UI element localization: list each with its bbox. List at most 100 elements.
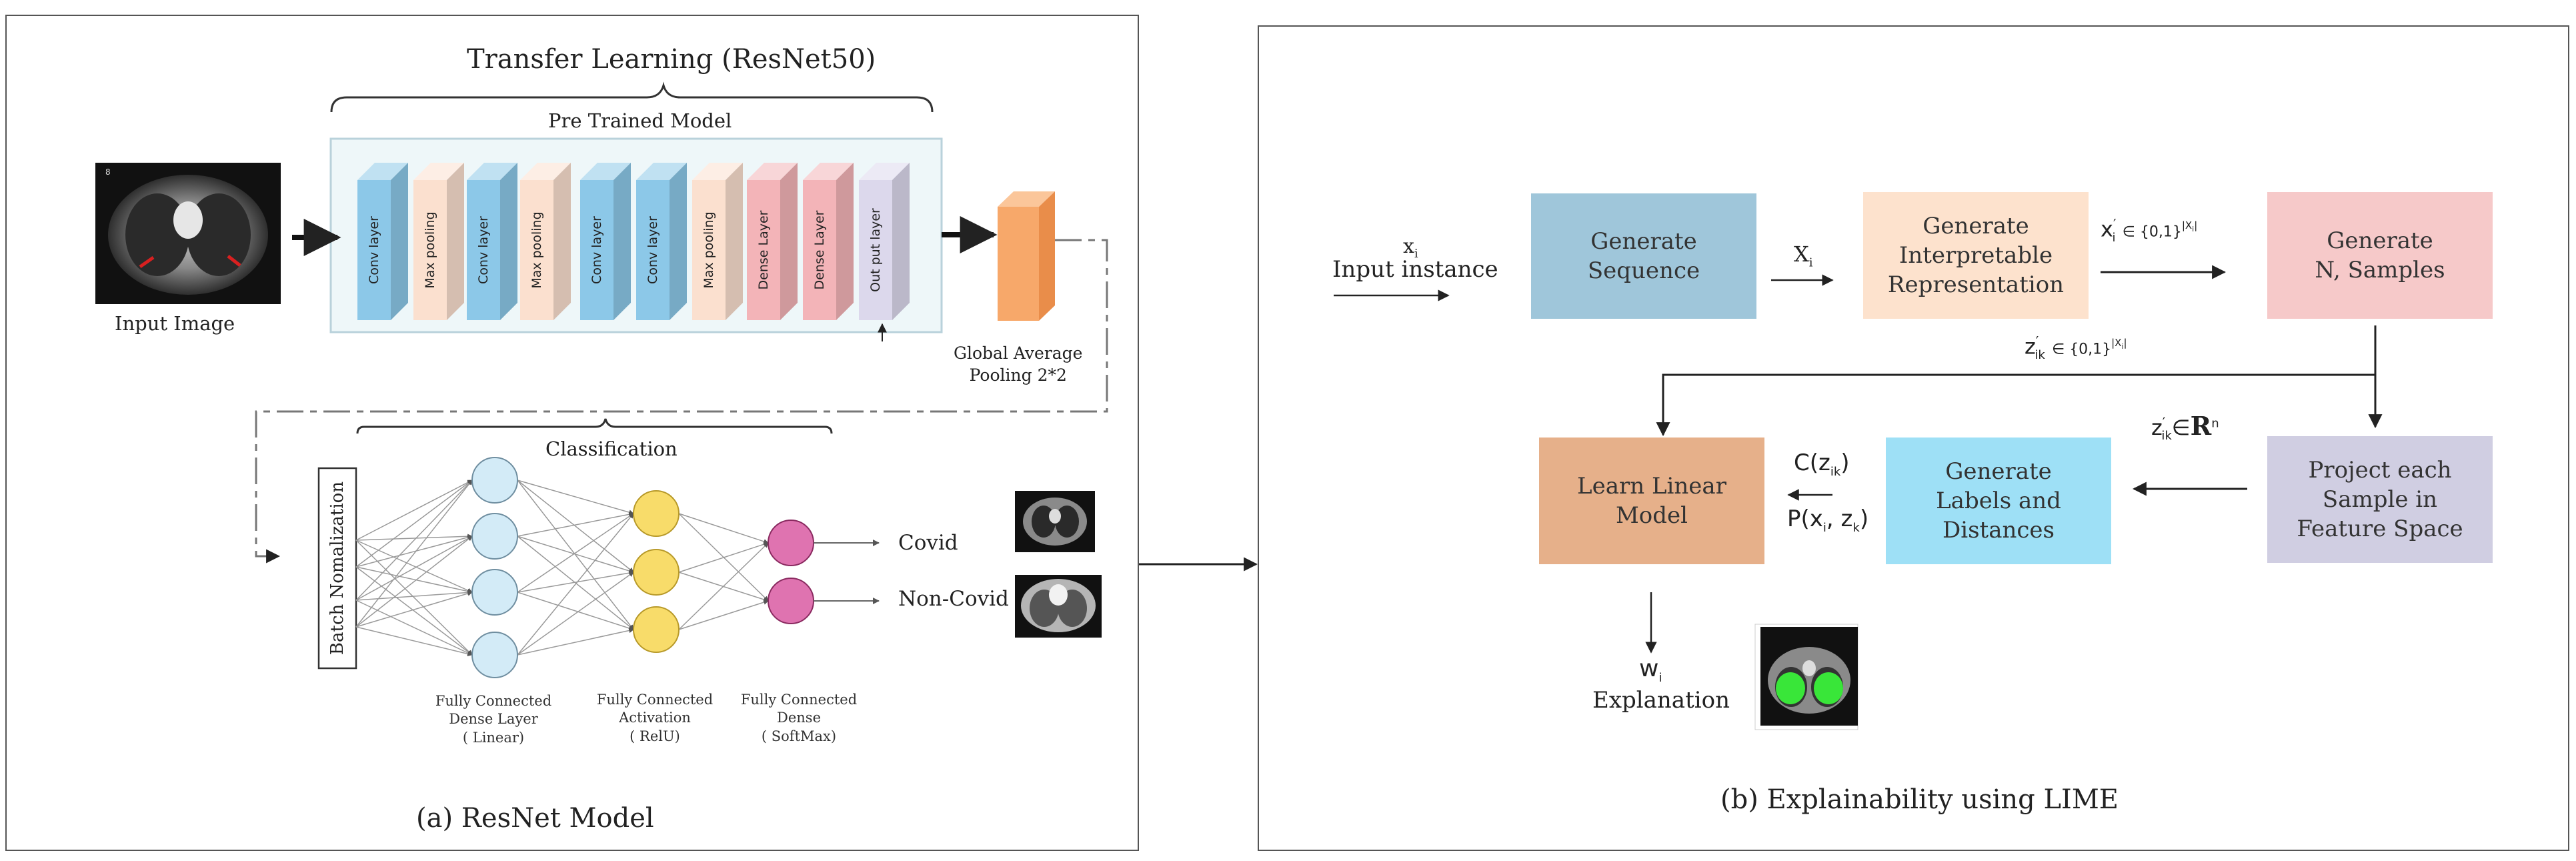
layer-block-3 — [467, 163, 517, 320]
edge-l1-l2-2-2 — [517, 592, 634, 631]
input-image-label: Input Image — [115, 312, 235, 335]
classification-label: Classification — [545, 438, 678, 460]
zprime-set-sup: |Xi| — [2111, 337, 2127, 351]
seq-arrow-sub: i — [1808, 255, 1813, 270]
edge-l1-l2-1-0 — [517, 512, 634, 537]
xprime-letter: x — [2101, 216, 2113, 242]
edge-l2-l3-2-0 — [678, 542, 769, 630]
edge-l1-l2-2-1 — [517, 570, 634, 593]
output-covid-label: Covid — [898, 531, 958, 555]
seq-arrow-letter: X — [1794, 241, 1809, 267]
network-edges — [355, 480, 769, 657]
edge-bn-l1-1-3 — [355, 566, 473, 656]
layer-label-4: Max pooling — [529, 211, 544, 289]
seq-arrow-label: Xi — [1794, 241, 1813, 269]
global-average-pooling-block — [998, 191, 1055, 321]
panel-b-caption: (b) Explainability using LIME — [1720, 784, 2119, 815]
fc3-label: Fully Connected Dense ( SoftMax) — [740, 692, 858, 744]
generate-samples-box: Generate N, Samples — [2267, 192, 2493, 319]
explanation-image — [1754, 624, 1858, 730]
layer-blocks — [357, 163, 910, 320]
edge-bn-l1-2-2 — [355, 590, 473, 601]
w-sub: i — [1658, 671, 1662, 686]
non-covid-thumbnail — [1015, 575, 1102, 638]
input-instance-label: Input instance — [1332, 256, 1498, 283]
layer-label-2: Max pooling — [423, 211, 437, 289]
layer-block-1 — [357, 163, 408, 320]
zprime-set-sup-x: |X — [2111, 337, 2122, 349]
w-letter: w — [1639, 655, 1659, 682]
node-dense-2 — [471, 513, 518, 560]
layer-block-10 — [859, 163, 910, 320]
layer-block-9 — [803, 163, 854, 320]
edge-bn-l1-0-3 — [355, 540, 473, 656]
fc1-label: Fully Connected Dense Layer ( Linear) — [435, 693, 552, 746]
covid-thumbnail — [1015, 491, 1095, 552]
layer-label-8: Dense Layer — [756, 210, 771, 290]
node-activation-2 — [633, 549, 680, 596]
zrn-sup: ′ — [2162, 414, 2166, 431]
zrn-R: R — [2190, 411, 2212, 441]
generate-interpretable-box: Generate Interpretable Representation — [1863, 192, 2089, 319]
xprime-set-sup-x: |X — [2181, 219, 2193, 231]
p-mid: , z — [1826, 506, 1853, 532]
edge-l1-l2-0-1 — [517, 480, 634, 573]
c-label: C(zik) — [1794, 450, 1850, 479]
edge-l1-l2-3-1 — [517, 572, 634, 656]
edge-bn-l1-2-3 — [355, 600, 473, 656]
transfer-learning-brace — [330, 81, 934, 113]
batch-norm-label: Batch Nomalization — [327, 481, 347, 656]
zrn-in: ∈ — [2171, 415, 2191, 440]
p-label: P(xi, zk) — [1787, 506, 1868, 535]
zprime-set: ∈ {0,1} — [2051, 341, 2112, 358]
panel-a-frame — [5, 15, 1139, 851]
layer-label-10: Out put layer — [868, 208, 883, 292]
p-sub2: k — [1852, 520, 1860, 535]
xprime-sup: ′ — [2113, 216, 2117, 232]
batch-norm-box — [317, 467, 357, 670]
edge-l2-l3-1-0 — [678, 542, 769, 573]
layer-block-2 — [413, 163, 464, 320]
w-label: wi — [1639, 655, 1662, 685]
edge-bn-l1-1-2 — [355, 566, 473, 594]
edge-l1-l2-2-0 — [517, 513, 634, 593]
p-end: ) — [1859, 506, 1869, 532]
zprime-letter: z — [2025, 333, 2036, 359]
project-each-box: Project each Sample in Feature Space — [2267, 436, 2493, 563]
layer-label-5: Conv layer — [589, 216, 604, 284]
generate-labels-box: Generate Labels and Distances — [1886, 438, 2111, 564]
edge-l1-l2-3-2 — [517, 628, 634, 656]
layer-block-6 — [636, 163, 687, 320]
edge-l1-l2-0-2 — [517, 480, 634, 630]
edge-bn-l1-3-2 — [355, 591, 473, 628]
output-noncovid-label: Non-Covid — [898, 587, 1009, 611]
zrn-letter: z — [2151, 415, 2163, 440]
svg-text:8: 8 — [105, 167, 111, 177]
node-dense-3 — [471, 569, 518, 616]
input-xi: xi — [1403, 235, 1418, 261]
gap-label: Global Average Pooling 2*2 — [954, 343, 1083, 385]
xprime-set: ∈ {0,1} — [2122, 223, 2182, 241]
layer-label-1: Conv layer — [367, 216, 381, 284]
edge-bn-l1-0-0 — [355, 480, 473, 541]
zprime-set-sup-sub: i — [2121, 342, 2124, 351]
edge-l1-l2-0-0 — [517, 480, 634, 515]
panel-a-caption: (a) ResNet Model — [416, 803, 654, 834]
node-softmax-2 — [768, 578, 814, 624]
edge-l1-l2-1-2 — [517, 536, 634, 630]
input-ct-image: 8 — [95, 163, 281, 304]
edge-l1-l2-1-1 — [517, 536, 634, 574]
transfer-learning-title: Transfer Learning (ResNet50) — [467, 44, 876, 75]
zrn-n: n — [2211, 416, 2219, 431]
panel-b-frame — [1258, 25, 2569, 851]
zrn-sub: ik — [2161, 429, 2172, 444]
c-sub: ik — [1830, 464, 1841, 479]
xprime-set-sup-end: | — [2194, 219, 2198, 231]
xprime-label: x′i ∈ {0,1}|Xi| — [2101, 216, 2197, 245]
node-dense-4 — [471, 632, 518, 678]
node-activation-3 — [633, 606, 680, 653]
layer-label-9: Dense Layer — [812, 210, 827, 290]
xprime-set-sup-sub: i — [2192, 225, 2195, 233]
edge-bn-l1-3-0 — [355, 480, 473, 628]
